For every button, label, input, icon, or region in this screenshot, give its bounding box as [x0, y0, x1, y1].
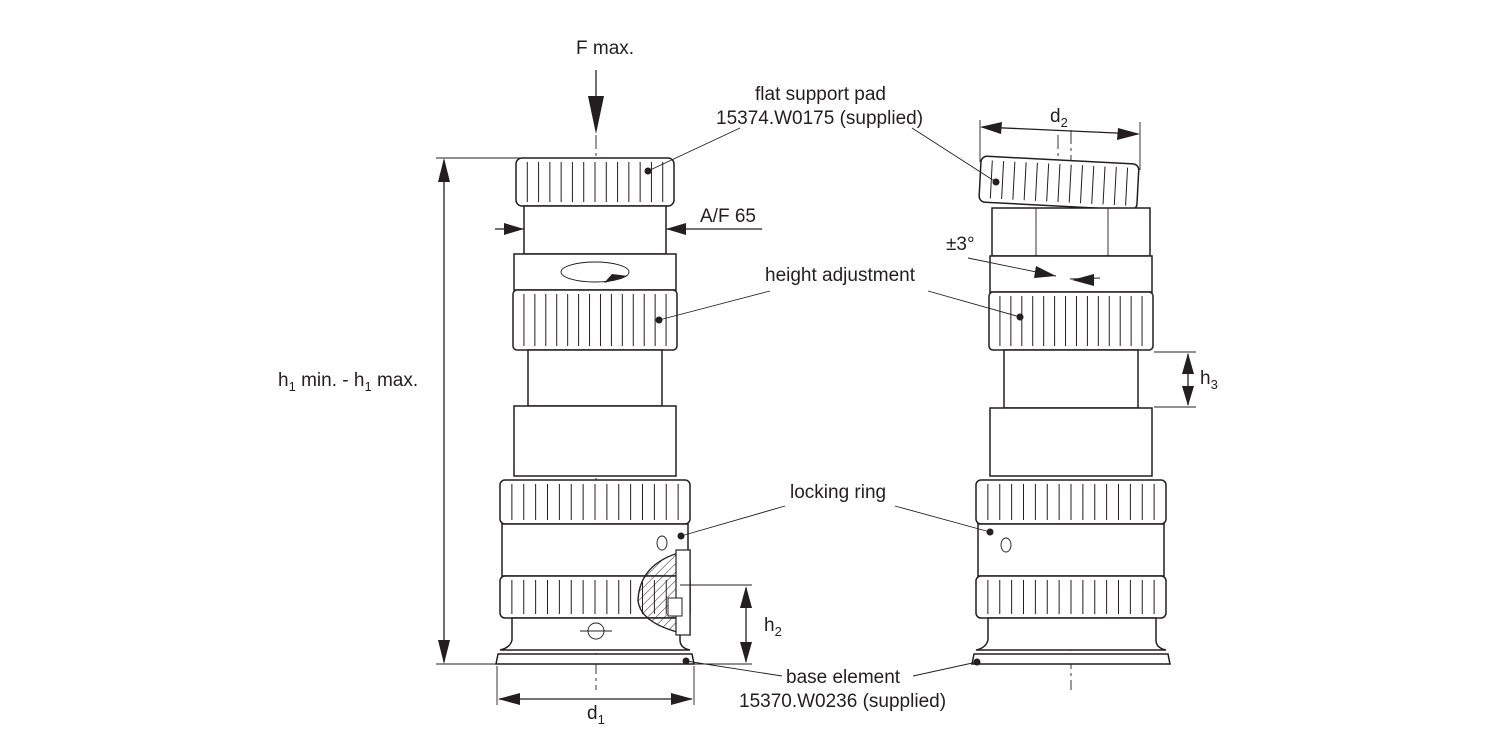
left-flat-support-pad — [515, 157, 675, 207]
left-body — [513, 405, 677, 477]
right-upper-collar — [989, 255, 1153, 293]
left-upper-collar — [513, 253, 677, 291]
right-neck — [975, 617, 1167, 651]
locking-ring-leader-right — [894, 505, 991, 533]
d1-label: d1 — [587, 703, 605, 727]
h3-dimension — [1154, 351, 1196, 408]
base-leader-left — [685, 660, 783, 677]
locking-ring-leader-left — [680, 505, 786, 537]
left-view — [495, 135, 695, 690]
locking-ring-label: locking ring — [790, 482, 886, 503]
right-spindle — [1003, 349, 1139, 409]
h1-dimension — [436, 157, 520, 665]
flat-pad-leader-left — [647, 127, 741, 172]
left-hex-nut — [523, 205, 667, 255]
base-element-label: base element — [786, 667, 901, 688]
rotation-arrow — [604, 274, 628, 283]
flat-pad-leader-right — [911, 127, 997, 183]
d2-label: d2 — [1050, 106, 1068, 130]
left-neck — [499, 617, 691, 651]
left-section-cut — [637, 549, 691, 636]
left-height-adjustment-ring — [512, 289, 678, 351]
f-max-label: F max. — [576, 38, 634, 59]
base-leader-right — [912, 661, 978, 677]
h3-label: h3 — [1200, 368, 1218, 392]
flat-pad-label: flat support pad — [755, 84, 886, 105]
left-spindle — [527, 349, 663, 407]
h2-dimension — [680, 584, 752, 665]
right-view — [971, 130, 1171, 690]
height-adjustment-leader-right — [927, 290, 1021, 318]
flat-pad-part-number: 15374.W0175 (supplied) — [716, 108, 923, 129]
right-body — [989, 407, 1153, 477]
f-max-arrow — [588, 70, 604, 134]
height-adjustment-label: height adjustment — [765, 265, 916, 286]
right-base-plate — [971, 653, 1171, 665]
af-label: A/F 65 — [700, 206, 756, 227]
right-height-adjustment-ring — [988, 291, 1154, 351]
right-flat-support-pad — [978, 155, 1140, 211]
tilt-label: ±3° — [946, 234, 975, 255]
h1-label: h1 min. - h1 max. — [278, 370, 418, 394]
right-lower-knurl — [975, 575, 1167, 619]
base-element-part-number: 15370.W0236 (supplied) — [739, 691, 946, 712]
right-hex-nut — [991, 207, 1151, 257]
left-base-plate — [495, 653, 695, 665]
left-locking-ring — [499, 479, 691, 525]
tilt-arrows — [967, 257, 1101, 286]
d1-dimension — [496, 666, 695, 705]
h2-label: h2 — [764, 615, 782, 639]
af-dimension — [495, 223, 762, 235]
d2-dimension — [979, 120, 1141, 170]
height-adjustment-leader-left — [658, 290, 771, 321]
right-locking-ring — [975, 479, 1167, 525]
right-middle-band — [977, 523, 1165, 577]
